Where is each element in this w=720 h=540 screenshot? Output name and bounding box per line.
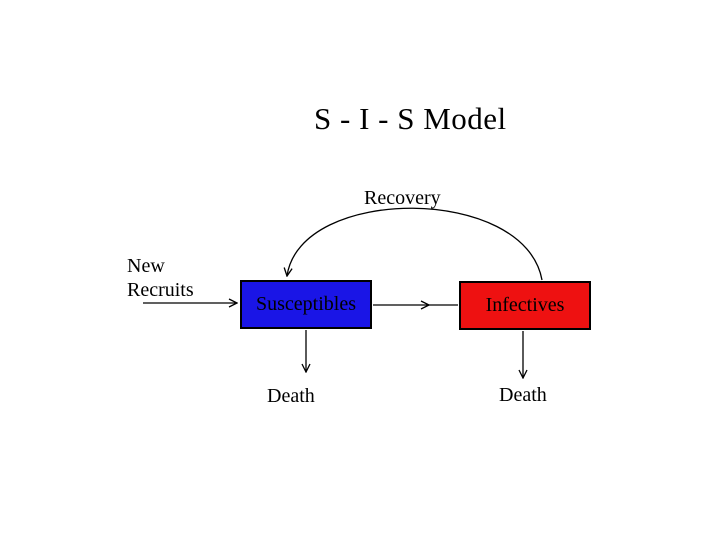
slide-title: S - I - S Model xyxy=(314,101,507,136)
infectives-label: Infectives xyxy=(485,294,565,316)
death-label-infectives: Death xyxy=(499,384,547,406)
recovery-label: Recovery xyxy=(364,187,441,209)
new-recruits-label: New Recruits xyxy=(127,255,194,301)
susceptibles-box: Susceptibles xyxy=(240,280,372,329)
death-label-susceptibles: Death xyxy=(267,385,315,407)
recovery-arrow xyxy=(287,207,543,281)
susceptibles-label: Susceptibles xyxy=(256,293,356,315)
infectives-box: Infectives xyxy=(459,281,591,330)
